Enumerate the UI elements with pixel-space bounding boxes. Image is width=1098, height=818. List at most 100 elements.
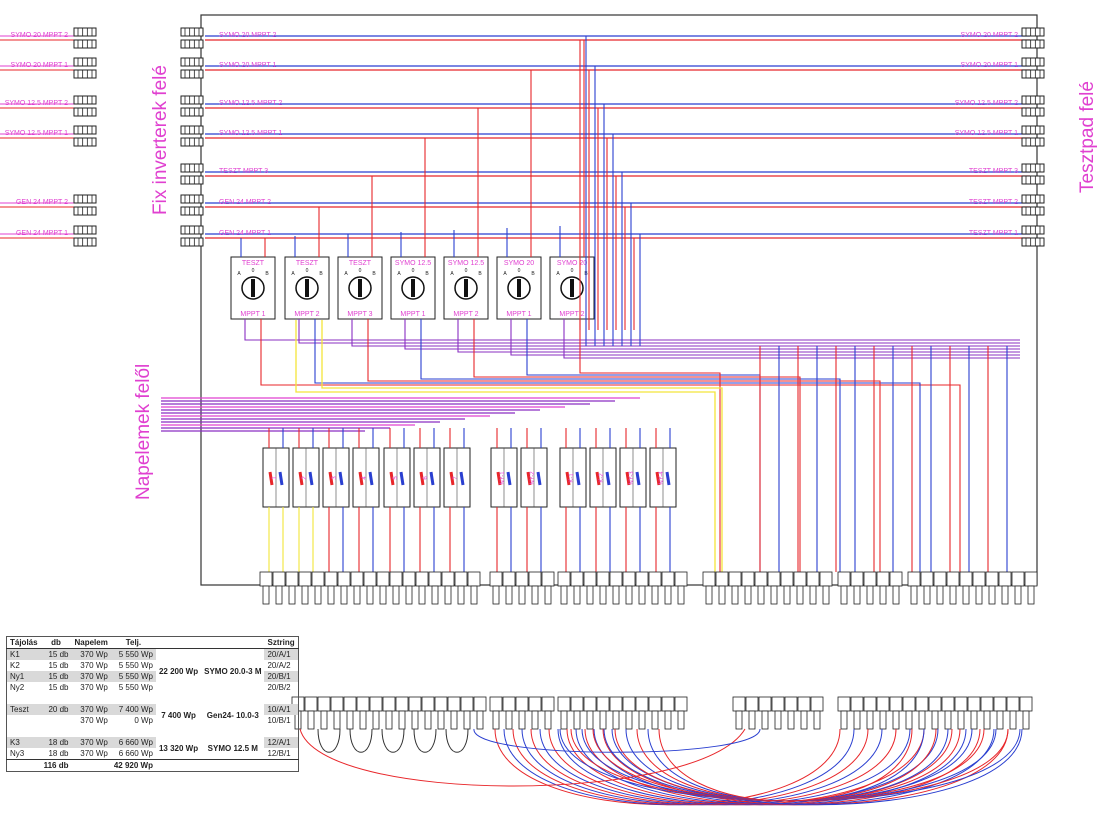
cell-napelem: 370 Wp <box>80 661 108 670</box>
outside-connector-label: SYMO 12.5 MPPT 2 <box>5 100 68 107</box>
switch-bottom-label: MPPT 1 <box>240 311 265 318</box>
cell-sztring: 10/A/1 <box>264 704 299 715</box>
connector-icon <box>180 175 204 185</box>
terminal-connector-icon <box>395 696 409 730</box>
terminal-connector-icon <box>376 571 390 605</box>
switch-position-label: A <box>503 271 507 277</box>
cell-telj: 6 660 Wp <box>110 737 156 748</box>
terminal-connector-icon <box>350 571 364 605</box>
terminal-connector-icon <box>889 571 903 605</box>
connector-icon <box>180 137 204 147</box>
cell-telj: 0 Wp <box>134 716 153 725</box>
terminal-connector-icon <box>304 696 318 730</box>
cell-db: 15 db <box>40 648 72 660</box>
fuse-mark <box>399 471 405 486</box>
cell-sztring: 12/B/1 <box>267 749 291 758</box>
wire <box>420 319 841 572</box>
connector-icon <box>180 57 204 67</box>
connector-icon <box>180 107 204 117</box>
terminal-connector-icon <box>570 696 584 730</box>
connector-icon <box>1021 225 1045 235</box>
terminal-connector-icon <box>741 571 755 605</box>
cell-napelem: 370 Wp <box>71 737 111 748</box>
rotary-switch <box>390 256 436 320</box>
switch-position-label: 0 <box>518 268 521 274</box>
col-header: Sztring <box>264 636 299 649</box>
terminal-connector-icon <box>330 696 344 730</box>
bus-label-right: TESZT MPPT 1 <box>969 230 1018 237</box>
terminal-connector-icon <box>715 571 729 605</box>
bus-label-right: SYMO 12.5 MPPT 1 <box>955 130 1018 137</box>
terminal-connector-icon <box>541 696 555 730</box>
switch-position-label: A <box>450 271 454 277</box>
terminal-connector-icon <box>298 571 312 605</box>
fuse-mark <box>338 471 344 486</box>
wire <box>563 319 1020 359</box>
terminal-connector-icon <box>285 571 299 605</box>
terminal-connector-icon <box>1006 696 1020 730</box>
terminal-connector-icon <box>661 571 675 605</box>
terminal-connector-icon <box>767 571 781 605</box>
terminal-connector-icon <box>583 571 597 605</box>
terminal-connector-icon <box>980 696 994 730</box>
connector-icon <box>73 107 97 117</box>
terminal-connector-icon <box>933 571 947 605</box>
cell-telj: 5 550 Wp <box>110 648 156 660</box>
col-header <box>155 636 202 649</box>
cell-db: 15 db <box>48 683 69 692</box>
group-total: 13 320 Wp <box>155 737 202 760</box>
terminal-connector-icon <box>1024 571 1038 605</box>
cell-db: 20 db <box>40 704 72 715</box>
fuse-mark <box>565 471 571 486</box>
crossing-wire <box>611 728 1023 806</box>
connector-icon <box>1021 125 1045 135</box>
cell-napelem: 370 Wp <box>80 749 108 758</box>
loop-wire <box>413 728 437 753</box>
terminal-connector-icon <box>441 571 455 605</box>
bus-label-right: SYMO 12.5 MPPT 2 <box>955 100 1018 107</box>
cell-napelem: 370 Wp <box>71 648 111 660</box>
rotary-switch <box>549 256 595 320</box>
wire <box>351 319 1020 347</box>
col-header: Napelem <box>71 636 111 649</box>
right-side-label: Tesztpad felé <box>1077 81 1098 193</box>
terminal-connector-icon <box>797 696 811 730</box>
fuse-mark <box>368 471 374 486</box>
fuse-mark <box>298 471 304 486</box>
connector-icon <box>73 137 97 147</box>
switch-bottom-label: MPPT 1 <box>400 311 425 318</box>
terminal-connector-icon <box>502 696 516 730</box>
terminal-connector-icon <box>876 696 890 730</box>
terminal-connector-icon <box>819 571 833 605</box>
terminal-connector-icon <box>447 696 461 730</box>
bus-label-left: GEN 24 MPPT 2 <box>219 199 271 206</box>
cell-tajolas: Ny1 <box>6 671 41 682</box>
left-side-label: Fix inverterek felé <box>150 65 171 215</box>
fuse-mark <box>635 471 641 486</box>
terminal-connector-icon <box>810 696 824 730</box>
terminal-connector-icon <box>515 571 529 605</box>
connector-icon <box>180 225 204 235</box>
fuse-label: K-1 <box>569 473 575 483</box>
bus-label-left: TESZT MPPT 3 <box>219 168 268 175</box>
switch-position-label: 0 <box>465 268 468 274</box>
cell-telj: 5 550 Wp <box>118 683 153 692</box>
terminal-connector-icon <box>317 696 331 730</box>
connector-icon <box>1021 237 1045 247</box>
table-row: Teszt 20 db 370 Wp 7 400 Wp 7 400 Wp Gen… <box>6 704 299 726</box>
terminal-connector-icon <box>428 571 442 605</box>
terminal-connector-icon <box>489 696 503 730</box>
fuse-mark <box>459 471 465 486</box>
bus-label-left: SYMO 20 MPPT 1 <box>219 62 277 69</box>
bus-label-left: GEN 24 MPPT 1 <box>219 230 271 237</box>
terminal-connector-icon <box>876 571 890 605</box>
fuse-mark <box>526 471 532 486</box>
wire <box>526 319 761 572</box>
col-header: Telj. <box>110 636 156 649</box>
fuse-label: 3 <box>332 476 338 480</box>
bottom-side-label: Napelemek felől <box>133 363 154 500</box>
bus-label-right: SYMO 20 MPPT 2 <box>961 32 1019 39</box>
terminal-connector-icon <box>954 696 968 730</box>
fuse-mark <box>449 471 455 486</box>
